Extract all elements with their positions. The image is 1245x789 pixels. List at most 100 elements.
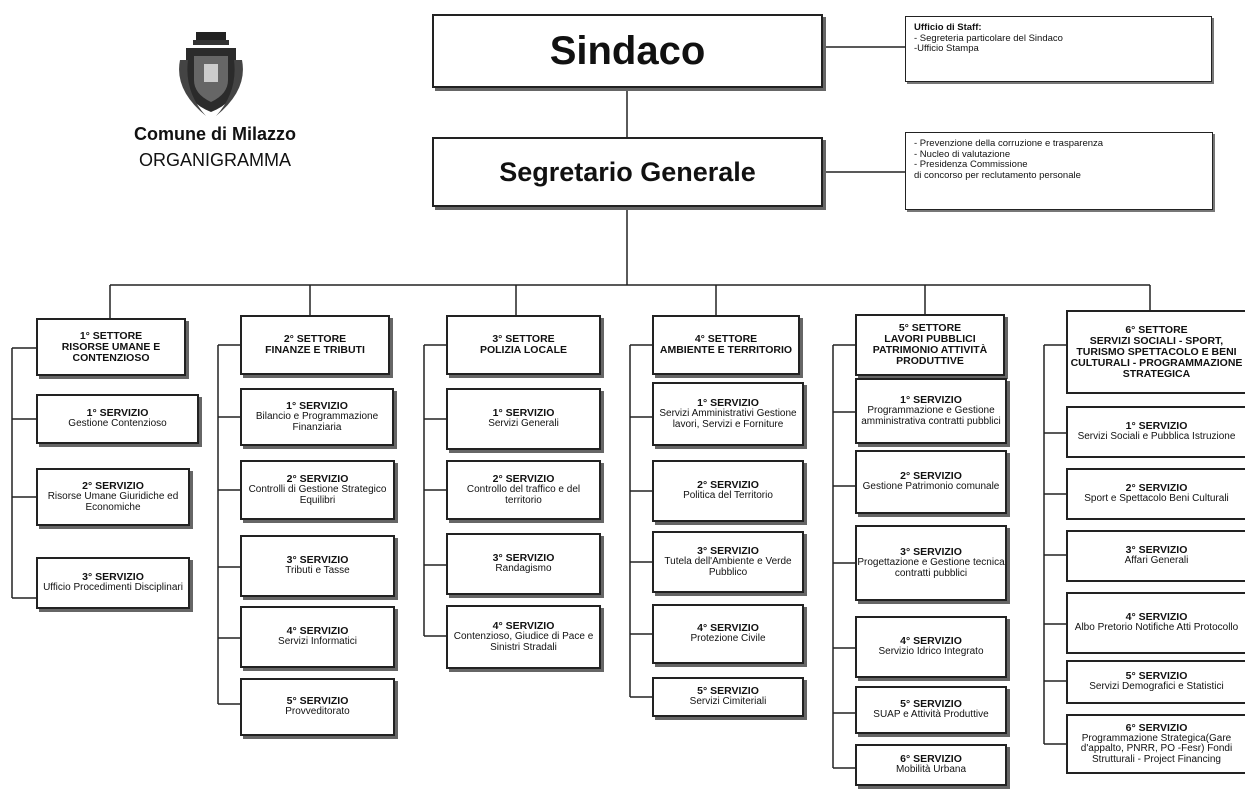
service-box: 2° SERVIZIO Gestione Patrimonio comunale <box>855 450 1007 514</box>
service-box: 4° SERVIZIO Albo Pretorio Notifiche Atti… <box>1066 592 1245 654</box>
sector-box: 3° SETTORE POLIZIA LOCALE <box>446 315 601 375</box>
chart-subtitle: ORGANIGRAMMA <box>138 150 291 170</box>
segretario-label: Segretario Generale <box>499 156 756 187</box>
service-name: Bilancio e Programmazione Finanziaria <box>255 411 379 433</box>
service-box: 3° SERVIZIO Tributi e Tasse <box>240 535 395 597</box>
service-name: Provveditorato <box>285 706 350 718</box>
service-box: 4° SERVIZIO Servizio Idrico Integrato <box>855 616 1007 678</box>
service-name: Risorse Umane Giuridiche ed Economiche <box>47 491 179 513</box>
service-box: 4° SERVIZIO Contenzioso, Giudice di Pace… <box>446 605 601 669</box>
service-number: 5° SERVIZIO <box>1125 670 1188 683</box>
sector-number: 1° SETTORE <box>79 329 143 342</box>
service-name: Servizi Informatici <box>278 636 357 648</box>
staff-sindaco-line: - Segreteria particolare del Sindaco <box>914 32 1063 44</box>
service-number: 4° SERVIZIO <box>492 620 555 632</box>
municipality-name: Comune di Milazzo <box>134 124 296 144</box>
service-name: Tributi e Tasse <box>285 565 350 577</box>
service-name: Servizi Generali <box>488 418 559 430</box>
service-name: Politica del Territorio <box>683 490 773 502</box>
service-box: 4° SERVIZIO Servizi Informatici <box>240 606 395 668</box>
service-number: 2° SERVIZIO <box>492 473 555 485</box>
service-name: Albo Pretorio Notifiche Atti Protocollo <box>1074 622 1239 634</box>
sector-name: RISORSE UMANE E CONTENZIOSO <box>61 340 161 364</box>
service-number: 2° SERVIZIO <box>697 479 759 492</box>
staff-segretario-line: - Prevenzione della corruzione e traspar… <box>914 138 1104 149</box>
service-box: 1° SERVIZIO Gestione Contenzioso <box>36 394 199 444</box>
sector-number: 6° SETTORE <box>1125 323 1188 336</box>
service-number: 4° SERVIZIO <box>900 635 962 648</box>
service-box: 3° SERVIZIO Randagismo <box>446 533 601 595</box>
service-name: Contenzioso, Giudice di Pace e Sinistri … <box>453 631 594 653</box>
service-name: Sport e Spettacolo Beni Culturali <box>1084 493 1229 505</box>
service-number: 5° SERVIZIO <box>286 695 349 708</box>
service-box: 1° SERVIZIO Programmazione e Gestione am… <box>855 378 1007 444</box>
service-number: 4° SERVIZIO <box>286 625 349 638</box>
staff-segretario-line: - Nucleo di valutazione <box>914 148 1011 160</box>
sector-name: LAVORI PUBBLICI PATRIMONIO ATTIVITÀ PROD… <box>872 333 988 367</box>
sector-name: SERVIZI SOCIALI - SPORT, TURISMO SPETTAC… <box>1070 334 1243 380</box>
service-number: 3° SERVIZIO <box>900 546 962 558</box>
staff-sindaco-line: -Ufficio Stampa <box>914 43 979 54</box>
service-number: 2° SERVIZIO <box>900 470 962 483</box>
staff-segretario-line: - Presidenza Commissione <box>914 159 1028 170</box>
service-name: Mobilità Urbana <box>895 764 967 776</box>
coat-of-arms-icon <box>179 32 243 116</box>
service-number: 3° SERVIZIO <box>1125 544 1188 557</box>
sector-name: AMBIENTE E TERRITORIO <box>659 344 793 356</box>
sector-number: 2° SETTORE <box>283 333 347 345</box>
service-name: Gestione Patrimonio comunale <box>862 481 1000 493</box>
service-name: Protezione Civile <box>690 633 766 645</box>
service-name: Gestione Contenzioso <box>68 418 167 430</box>
service-name: Servizi Amministrativi Gestione lavori, … <box>659 408 797 430</box>
sector-number: 5° SETTORE <box>898 322 962 334</box>
sector-box: 5° SETTORE LAVORI PUBBLICI PATRIMONIO AT… <box>855 314 1005 376</box>
service-box: 5° SERVIZIO Servizi Demografici e Statis… <box>1066 660 1245 704</box>
service-name: Randagismo <box>495 563 552 575</box>
service-number: 1° SERVIZIO <box>492 407 555 420</box>
service-name: Progettazione e Gestione tecnica contrat… <box>857 557 1005 579</box>
staff-segretario-box: - Prevenzione della corruzione e traspar… <box>905 132 1213 210</box>
service-box: 3° SERVIZIO Progettazione e Gestione tec… <box>855 525 1007 601</box>
staff-sindaco-box: Ufficio di Staff: - Segreteria particola… <box>905 16 1212 82</box>
sector-box: 2° SETTORE FINANZE E TRIBUTI <box>240 315 390 375</box>
service-number: 6° SERVIZIO <box>900 753 962 766</box>
service-box: 5° SERVIZIO Provveditorato <box>240 678 395 736</box>
service-name: Controllo del traffico e del territorio <box>466 484 581 506</box>
sindaco-box: Sindaco <box>432 14 823 88</box>
sector-name: POLIZIA LOCALE <box>479 344 568 356</box>
service-number: 2° SERVIZIO <box>1125 482 1188 495</box>
sector-box: 6° SETTORE SERVIZI SOCIALI - SPORT, TURI… <box>1066 310 1245 394</box>
service-box: 2° SERVIZIO Sport e Spettacolo Beni Cult… <box>1066 468 1245 520</box>
service-number: 5° SERVIZIO <box>900 698 962 711</box>
service-box: 2° SERVIZIO Controlli di Gestione Strate… <box>240 460 395 520</box>
service-number: 5° SERVIZIO <box>697 685 759 698</box>
service-name: Programmazione e Gestione amministrativa… <box>861 405 1001 427</box>
service-box: 2° SERVIZIO Politica del Territorio <box>652 460 804 522</box>
service-box: 5° SERVIZIO SUAP e Attività Produttive <box>855 686 1007 734</box>
service-number: 2° SERVIZIO <box>82 480 144 492</box>
sector-number: 3° SETTORE <box>492 333 555 345</box>
service-name: Controlli di Gestione Strategico Equilib… <box>248 484 387 506</box>
service-box: 3° SERVIZIO Affari Generali <box>1066 530 1245 582</box>
sindaco-label: Sindaco <box>549 28 706 73</box>
staff-sindaco-title: Ufficio di Staff: <box>914 22 982 33</box>
staff-segretario-line: di concorso per reclutamento personale <box>914 169 1081 181</box>
service-name: SUAP e Attività Produttive <box>873 709 989 721</box>
service-box: 4° SERVIZIO Protezione Civile <box>652 604 804 664</box>
sector-number: 4° SETTORE <box>694 333 758 345</box>
service-number: 4° SERVIZIO <box>1125 611 1188 624</box>
service-name: Servizi Demografici e Statistici <box>1089 681 1224 693</box>
service-box: 1° SERVIZIO Servizi Amministrativi Gesti… <box>652 382 804 446</box>
service-number: 6° SERVIZIO <box>1125 721 1188 734</box>
service-name: Servizio Idrico Integrato <box>878 646 984 658</box>
service-box: 2° SERVIZIO Controllo del traffico e del… <box>446 460 601 520</box>
service-number: 1° SERVIZIO <box>286 400 348 412</box>
service-box: 1° SERVIZIO Bilancio e Programmazione Fi… <box>240 388 394 446</box>
service-number: 4° SERVIZIO <box>697 622 759 635</box>
service-number: 3° SERVIZIO <box>82 571 144 584</box>
sector-name: FINANZE E TRIBUTI <box>265 344 365 356</box>
sector-box: 4° SETTORE AMBIENTE E TERRITORIO <box>652 315 800 375</box>
service-box: 1° SERVIZIO Servizi Sociali e Pubblica I… <box>1066 406 1245 458</box>
service-box: 6° SERVIZIO Programmazione Strategica(Ga… <box>1066 714 1245 774</box>
service-number: 1° SERVIZIO <box>1125 420 1188 433</box>
